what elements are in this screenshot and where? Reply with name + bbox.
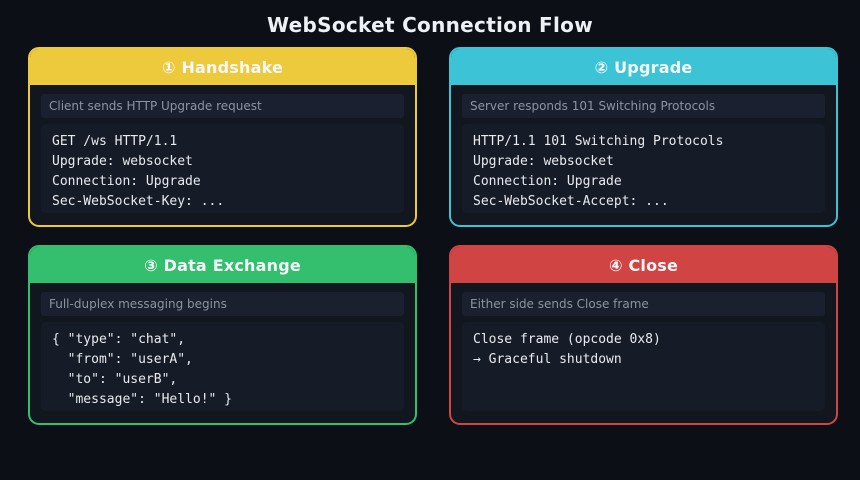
card-data-exchange: ③ Data Exchange Full-duplex messaging be… [28, 245, 417, 425]
card-data-exchange-body: Full-duplex messaging begins { "type": "… [30, 283, 415, 423]
card-close: ④ Close Either side sends Close frame Cl… [449, 245, 838, 425]
card-upgrade-header: ② Upgrade [451, 49, 836, 85]
card-handshake: ① Handshake Client sends HTTP Upgrade re… [28, 47, 417, 227]
card-upgrade-subtitle: Server responds 101 Switching Protocols [462, 94, 825, 118]
card-handshake-body: Client sends HTTP Upgrade request GET /w… [30, 85, 415, 225]
card-close-header: ④ Close [451, 247, 836, 283]
card-upgrade: ② Upgrade Server responds 101 Switching … [449, 47, 838, 227]
card-data-exchange-code-block: { "type": "chat", "from": "userA", "to":… [41, 322, 404, 411]
card-handshake-subtitle: Client sends HTTP Upgrade request [41, 94, 404, 118]
card-upgrade-body: Server responds 101 Switching Protocols … [451, 85, 836, 225]
card-close-body: Either side sends Close frame Close fram… [451, 283, 836, 423]
card-close-code-block: Close frame (opcode 0x8) → Graceful shut… [462, 322, 825, 411]
cards-grid: ① Handshake Client sends HTTP Upgrade re… [28, 47, 838, 425]
page-title: WebSocket Connection Flow [267, 13, 593, 37]
card-handshake-code-block: GET /ws HTTP/1.1 Upgrade: websocket Conn… [41, 124, 404, 213]
card-data-exchange-subtitle: Full-duplex messaging begins [41, 292, 404, 316]
card-upgrade-code-block: HTTP/1.1 101 Switching Protocols Upgrade… [462, 124, 825, 213]
card-handshake-header: ① Handshake [30, 49, 415, 85]
card-close-subtitle: Either side sends Close frame [462, 292, 825, 316]
card-data-exchange-header: ③ Data Exchange [30, 247, 415, 283]
